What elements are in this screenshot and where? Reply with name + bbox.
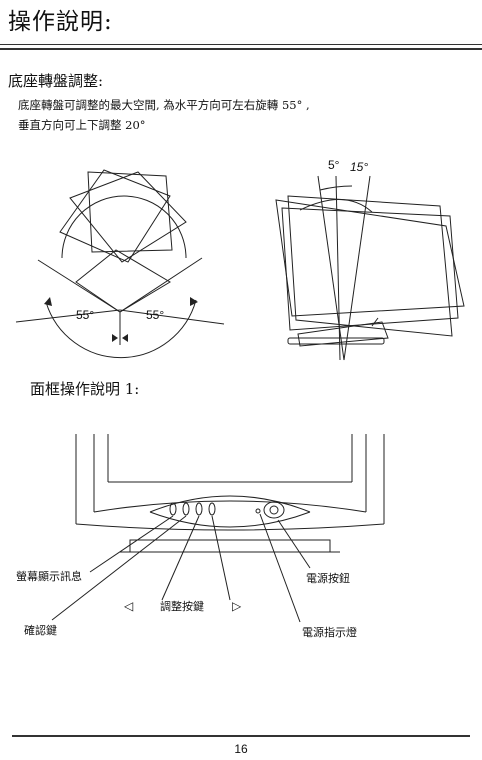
header-rule-bottom [0,48,482,50]
power-button-label: 電源按鈕 [306,572,350,585]
header-rule-top [0,44,482,45]
page-number: 16 [234,742,248,756]
swivel-description-line2: 垂直方向可上下調整 20° [18,118,146,132]
page-title: 操作說明: [8,9,113,35]
right-arrow-icon: ▷ [232,599,242,613]
swivel-left-angle: 55° [76,308,95,322]
tilt-up-angle: 15° [350,160,369,174]
bezel-section-heading: 面框操作說明 1: [30,380,140,398]
swivel-description-line1: 底座轉盤可調整的最大空間, 為水平方向可左右旋轉 55° , [18,98,310,112]
left-arrow-icon: ◁ [124,599,134,613]
osd-message-label: 螢幕顯示訊息 [16,570,82,583]
swivel-section-heading: 底座轉盤調整: [8,72,104,90]
adjust-keys-label: 調整按鍵 [160,600,204,613]
confirm-key-label: 確認鍵 [24,624,57,637]
tilt-down-angle: 5° [328,158,340,172]
swivel-right-angle: 55° [146,308,165,322]
footer-rule [12,735,470,737]
power-indicator-label: 電源指示燈 [302,626,357,639]
